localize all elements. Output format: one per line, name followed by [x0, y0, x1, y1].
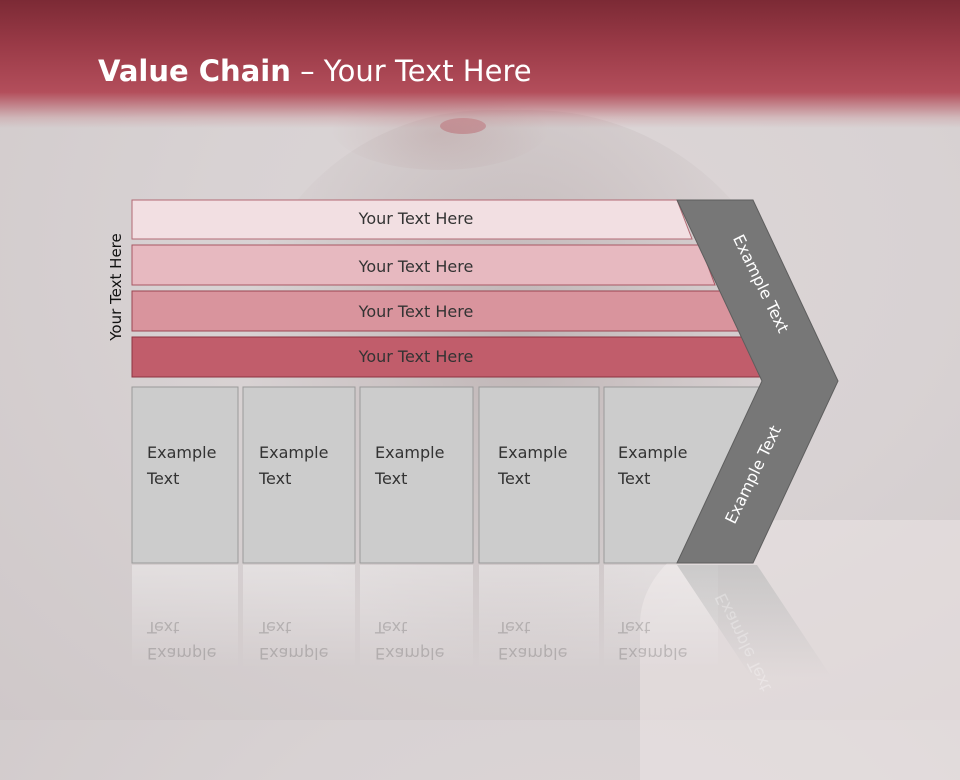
slide-title: Value Chain – Your Text Here — [98, 54, 532, 88]
column-box-4[interactable] — [478, 386, 600, 564]
reflection-text-5: Example — [618, 644, 687, 663]
reflection-text-2: Example — [259, 644, 328, 663]
reflection-box-3 — [360, 565, 473, 695]
column-text-3-line2: Text — [374, 469, 407, 488]
row-label-3: Your Text Here — [358, 302, 474, 321]
column-text-4-line1: Example — [498, 443, 567, 462]
row-bar-2[interactable] — [131, 244, 716, 286]
column-text-4-line2: Text — [497, 469, 530, 488]
row-label-2: Your Text Here — [358, 257, 474, 276]
row-bar-1[interactable] — [131, 199, 693, 240]
reflection-text-3b: Text — [374, 618, 407, 637]
column-text-1-line1: Example — [147, 443, 216, 462]
column-text-2-line2: Text — [258, 469, 291, 488]
row-label-4: Your Text Here — [358, 347, 474, 366]
value-chain-diagram: Example Text Example Text Example Text E… — [131, 199, 840, 695]
reflection-text-5b: Text — [617, 618, 650, 637]
reflection-box-4 — [479, 565, 599, 695]
title-banner — [0, 0, 960, 128]
reflection-box-2 — [243, 565, 355, 695]
column-text-2-line1: Example — [259, 443, 328, 462]
column-text-5-line1: Example — [618, 443, 687, 462]
reflection-text-2b: Text — [258, 618, 291, 637]
column-box-3[interactable] — [359, 386, 474, 564]
diagram-reflection: Example Text Example Text Example Text E… — [132, 565, 840, 695]
reflection-box-1 — [132, 565, 238, 695]
reflection-text-1: Example — [147, 644, 216, 663]
reflection-text-4: Example — [498, 644, 567, 663]
column-text-3-line1: Example — [375, 443, 444, 462]
reflection-text-1b: Text — [146, 618, 179, 637]
column-box-1[interactable] — [131, 386, 239, 564]
column-text-5-line2: Text — [617, 469, 650, 488]
title-bold: Value Chain — [98, 54, 291, 88]
reflection-text-3: Example — [375, 644, 444, 663]
row-label-1: Your Text Here — [358, 209, 474, 228]
title-rest: – Your Text Here — [290, 54, 532, 88]
column-text-1-line2: Text — [146, 469, 179, 488]
reflection-arrow — [677, 565, 840, 690]
column-box-2[interactable] — [242, 386, 356, 564]
reflection-text-4b: Text — [497, 618, 530, 637]
margin-chevron[interactable] — [676, 199, 839, 564]
reflection-text: Example Text Example Text Example Text E… — [146, 618, 687, 663]
